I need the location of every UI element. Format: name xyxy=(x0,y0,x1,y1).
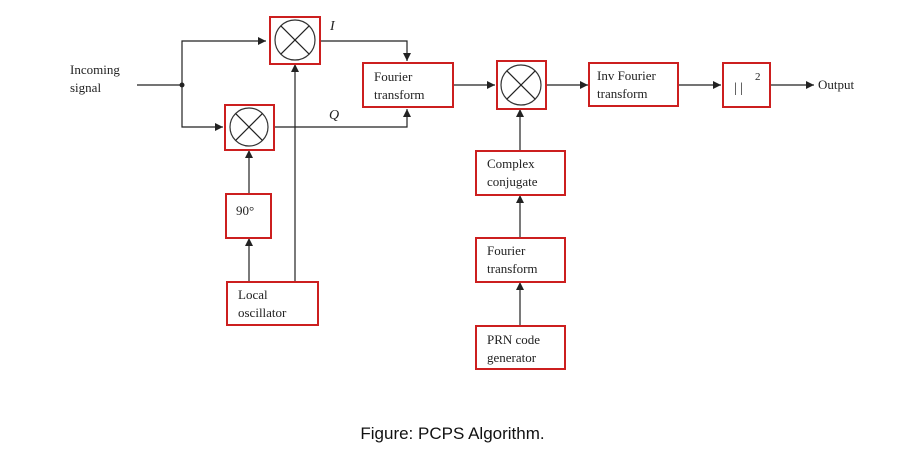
local-oscillator-block: Local oscillator xyxy=(226,281,319,326)
wire-to-i-mixer xyxy=(181,37,266,85)
i-to-fourier xyxy=(320,40,411,61)
wire-to-q-mixer xyxy=(181,85,223,131)
prn-code-generator-border xyxy=(475,325,566,370)
i-branch-label: I xyxy=(329,19,336,34)
fourier-transform-1-label-2: transform xyxy=(374,87,425,102)
figure-caption: Figure: PCPS Algorithm. xyxy=(360,424,545,443)
fourier-transform-block-2: Fourier transform xyxy=(475,237,566,283)
phase-shift-block: 90° xyxy=(225,193,272,239)
local-oscillator-label-1: Local xyxy=(238,287,268,302)
complex-conjugate-label-1: Complex xyxy=(487,156,535,171)
magnitude-squared-block: | | 2 xyxy=(722,62,771,108)
q-branch-label: Q xyxy=(329,108,339,123)
prn-label-1: PRN code xyxy=(487,332,540,347)
local-oscillator-label-2: oscillator xyxy=(238,305,287,320)
output-label: Output xyxy=(818,77,855,92)
magnitude-exponent: 2 xyxy=(755,71,761,83)
input-label-2: signal xyxy=(70,80,101,95)
inv-fourier-label-1: Inv Fourier xyxy=(597,68,657,83)
complex-conjugate-border xyxy=(475,150,566,196)
fourier-transform-1-label-1: Fourier xyxy=(374,69,413,84)
magnitude-bars: | | xyxy=(734,81,743,96)
connections xyxy=(137,37,814,326)
fourier-transform-2-label-2: transform xyxy=(487,261,538,276)
mixer-correlator xyxy=(496,60,547,110)
fourier-transform-2-label-1: Fourier xyxy=(487,243,526,258)
input-label-1: Incoming xyxy=(70,62,120,77)
inv-fourier-label-2: transform xyxy=(597,86,648,101)
fourier-transform-1-border xyxy=(362,62,454,108)
complex-conjugate-block: Complex conjugate xyxy=(475,150,566,196)
inv-fourier-transform-border xyxy=(588,62,679,107)
mixer-q xyxy=(224,104,275,151)
q-to-fourier xyxy=(274,109,411,128)
local-oscillator-border xyxy=(226,281,319,326)
phase-shift-label: 90° xyxy=(236,203,254,218)
fourier-transform-block-1: Fourier transform xyxy=(362,62,454,108)
complex-conjugate-label-2: conjugate xyxy=(487,174,538,189)
prn-code-generator-block: PRN code generator xyxy=(475,325,566,370)
phase-shift-border xyxy=(225,193,272,239)
mixer-i xyxy=(269,16,321,65)
prn-label-2: generator xyxy=(487,350,537,365)
magnitude-squared-border xyxy=(722,62,771,108)
fourier-transform-2-border xyxy=(475,237,566,283)
inv-fourier-transform-block: Inv Fourier transform xyxy=(588,62,679,107)
